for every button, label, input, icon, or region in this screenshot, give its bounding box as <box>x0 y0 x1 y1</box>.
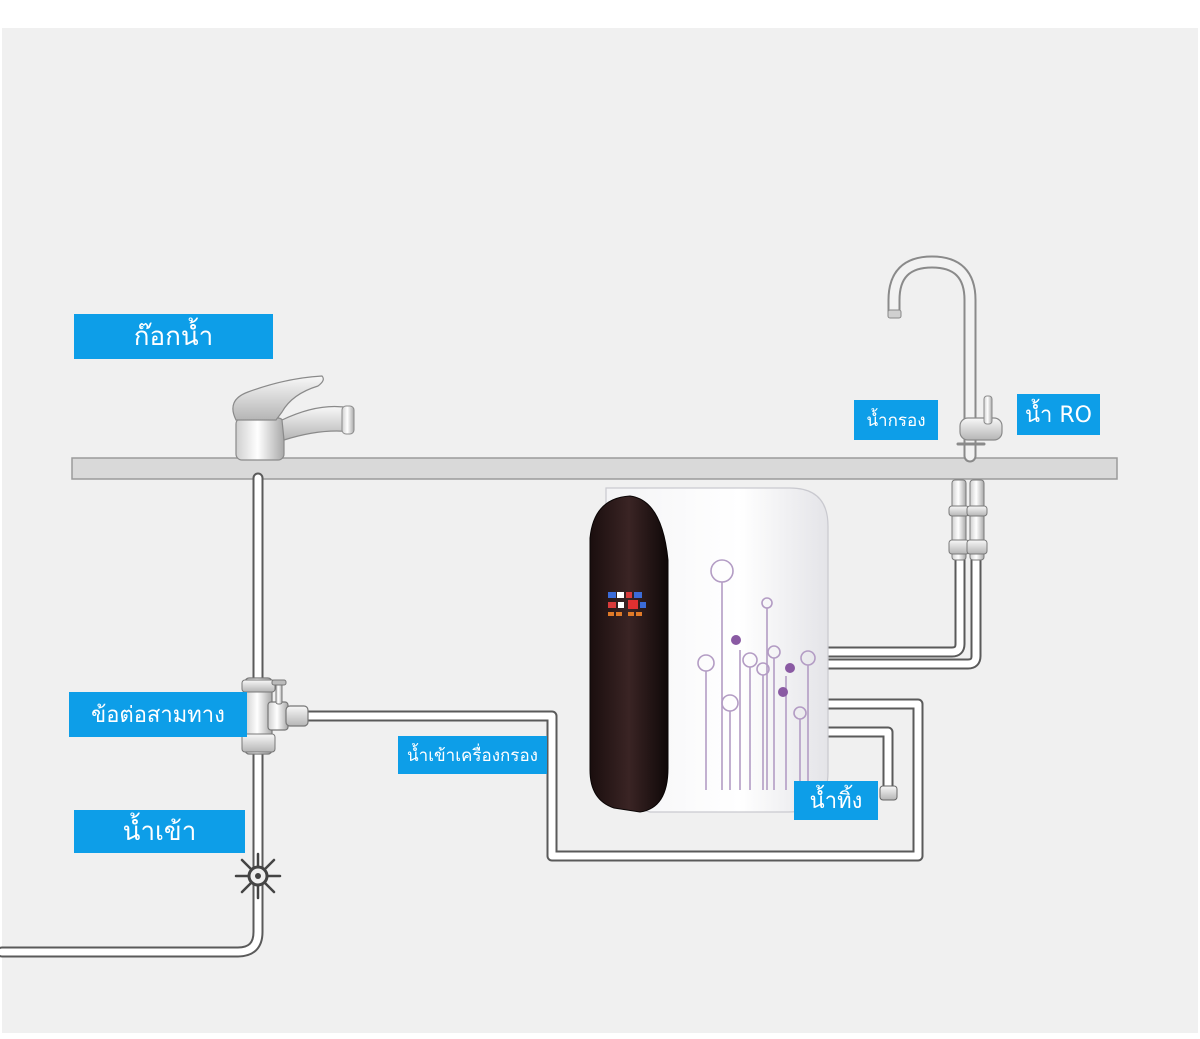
faucet-illustration <box>232 375 355 461</box>
filter-display <box>608 592 646 616</box>
label-tee-valve: ข้อต่อสามทาง <box>69 692 247 737</box>
label-waste-water: น้ำทิ้ง <box>794 781 878 820</box>
label-water-in: น้ำเข้า <box>74 810 245 853</box>
filter-decoration <box>697 559 816 790</box>
main-supply-pipe <box>0 472 264 958</box>
ro-outlet-pipes <box>822 549 982 670</box>
pipes <box>0 472 982 958</box>
label-filter-inlet: น้ำเข้าเครื่องกรอง <box>398 736 547 774</box>
filter-decoration-dots <box>731 635 795 697</box>
filter-inlet-pipe <box>299 698 924 862</box>
drain-cap <box>879 785 898 801</box>
filter-front-panel <box>589 495 669 813</box>
label-faucet: ก๊อกน้ำ <box>74 314 273 359</box>
tee-valve-fitting <box>241 677 309 755</box>
ro-faucet-fittings <box>948 479 988 561</box>
ro-faucet-illustration <box>887 255 1003 463</box>
label-ro-water: น้ำ RO <box>1017 394 1100 435</box>
ro-filter-unit <box>589 487 829 813</box>
inlet-valve-wheel <box>234 852 282 900</box>
counter-top <box>71 457 1118 480</box>
label-filtered-water: น้ำกรอง <box>854 400 938 440</box>
waste-water-pipe <box>822 726 894 796</box>
